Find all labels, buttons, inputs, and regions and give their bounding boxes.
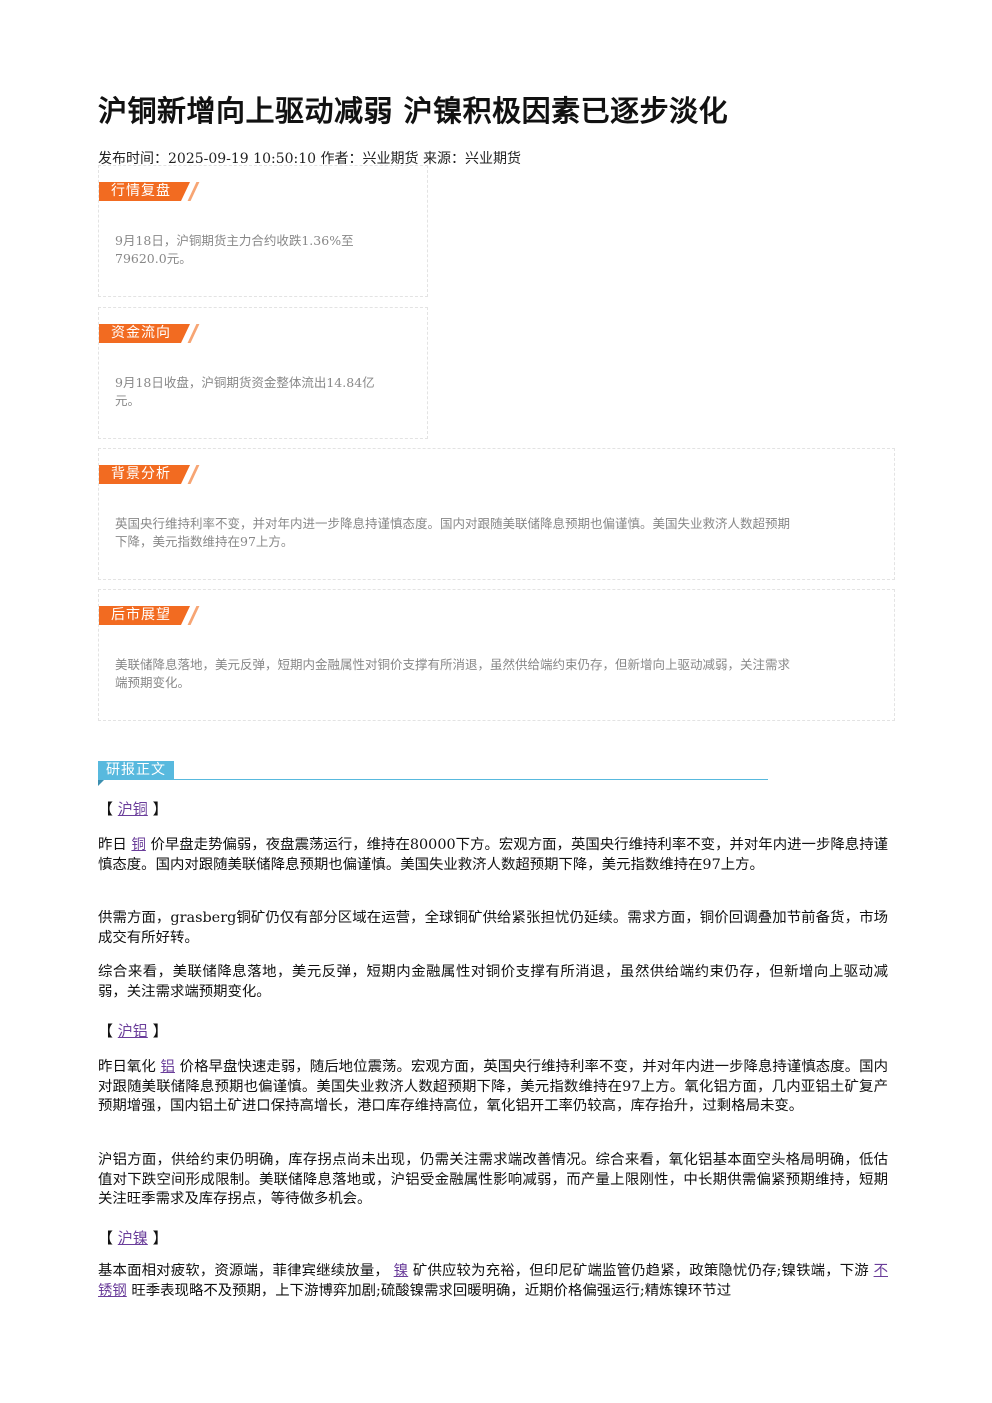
tag-market-review: 行情复盘 xyxy=(99,182,200,201)
copper-paragraph-2: 供需方面，grasberg铜矿仍仅有部分区域在运营，全球铜矿供给紧张担忧仍延续。… xyxy=(98,910,888,946)
bracket-close: 】 xyxy=(152,1022,168,1040)
summary-box-fund-flow: 资金流向 9月18日收盘，沪铜期货资金整体流出14.84亿 元。 xyxy=(98,307,428,439)
background-text: 英国央行维持利率不变，并对年内进一步降息持谨慎态度。国内对跟随美联储降息预期也偏… xyxy=(115,515,790,551)
summary-box-market-review: 行情复盘 9月18日，沪铜期货主力合约收跌1.36%至 79620.0元。 xyxy=(98,165,428,297)
market-review-text: 9月18日，沪铜期货主力合约收跌1.36%至 79620.0元。 xyxy=(115,232,354,268)
bracket-open: 【 xyxy=(98,800,114,818)
aluminum-inline-link[interactable]: 铝 xyxy=(160,1059,175,1075)
summary-box-outlook: 后市展望 美联储降息落地，美元反弹，短期内金融属性对铜价支撑有所消退，虽然供给端… xyxy=(98,589,895,721)
tag-label: 背景分析 xyxy=(111,466,171,482)
copper-link[interactable]: 沪铜 xyxy=(117,800,148,818)
copper-inline-link[interactable]: 铜 xyxy=(131,837,146,853)
text-line: 下降，美元指数维持在97上方。 xyxy=(115,534,294,549)
stainless-steel-link[interactable]: 不锈钢 xyxy=(98,1263,888,1299)
report-divider xyxy=(170,779,768,780)
text-line: 元。 xyxy=(115,393,141,408)
text: 矿供应较为充裕，但印尼矿端监管仍趋紧，政策隐忧仍存;镍铁端，下游 xyxy=(412,1263,869,1279)
text-line: 美联储降息落地，美元反弹，短期内金融属性对铜价支撑有所消退，虽然供给端约束仍存，… xyxy=(115,657,791,672)
page-title: 沪铜新增向上驱动减弱 沪镍积极因素已逐步淡化 xyxy=(98,94,729,128)
text-line: 9月18日，沪铜期货主力合约收跌1.36%至 xyxy=(115,233,354,248)
fund-flow-text: 9月18日收盘，沪铜期货资金整体流出14.84亿 元。 xyxy=(115,374,375,410)
tag-fund-flow: 资金流向 xyxy=(99,324,200,343)
aluminum-paragraph-2: 沪铝方面，供给约束仍明确，库存拐点尚未出现，仍需关注需求端改善情况。综合来看，氧… xyxy=(98,1152,888,1207)
tag-label: 行情复盘 xyxy=(111,183,171,199)
text: 昨日氧化 xyxy=(98,1059,156,1075)
text-line: 英国央行维持利率不变，并对年内进一步降息持谨慎态度。国内对跟随美联储降息预期也偏… xyxy=(115,516,791,531)
text: 旺季表现略不及预期，上下游博弈加剧;硫酸镍需求回暖明确，近期价格偏强运行;精炼镍… xyxy=(131,1282,732,1299)
tag-stripe-decoration xyxy=(187,324,200,343)
text: 价格早盘快速走弱，随后地位震荡。宏观方面，英国央行维持利率不变，并对年内进一步降… xyxy=(98,1059,889,1114)
outlook-text: 美联储降息落地，美元反弹，短期内金融属性对铜价支撑有所消退，虽然供给端约束仍存，… xyxy=(115,656,790,692)
bracket-close: 】 xyxy=(152,800,168,818)
tag-outlook: 后市展望 xyxy=(99,606,200,625)
report-body-tag: 研报正文 xyxy=(98,761,174,786)
text-line: 79620.0元。 xyxy=(115,251,192,266)
tag-label: 后市展望 xyxy=(111,607,171,623)
copper-paragraph-1: 昨日 铜 价早盘走势偏弱，夜盘震荡运行，维持在80000下方。宏观方面，英国央行… xyxy=(98,836,888,875)
bracket-open: 【 xyxy=(98,1022,114,1040)
text: 基本面相对疲软，资源端，菲律宾继续放量， xyxy=(98,1263,389,1279)
aluminum-link[interactable]: 沪铝 xyxy=(117,1022,148,1040)
tag-background: 背景分析 xyxy=(99,465,200,484)
nickel-inline-link[interactable]: 镍 xyxy=(393,1263,409,1279)
section-heading-aluminum: 【 沪铝 】 xyxy=(98,1020,168,1041)
copper-paragraph-3: 综合来看，美联储降息落地，美元反弹，短期内金融属性对铜价支撑有所消退，虽然供给端… xyxy=(98,964,888,1000)
tag-stripe-decoration xyxy=(187,606,200,625)
text: 昨日 xyxy=(98,837,127,853)
text-line: 端预期变化。 xyxy=(115,675,191,690)
bracket-open: 【 xyxy=(98,1229,114,1247)
text: 价早盘走势偏弱，夜盘震荡运行，维持在80000下方。宏观方面，英国央行维持利率不… xyxy=(98,837,888,873)
aluminum-paragraph-1: 昨日氧化 铝 价格早盘快速走弱，随后地位震荡。宏观方面，英国央行维持利率不变，并… xyxy=(98,1058,888,1117)
section-heading-nickel: 【 沪镍 】 xyxy=(98,1227,168,1248)
section-heading-copper: 【 沪铜 】 xyxy=(98,798,168,819)
nickel-paragraph-1: 基本面相对疲软，资源端，菲律宾继续放量， 镍 矿供应较为充裕，但印尼矿端监管仍趋… xyxy=(98,1262,888,1301)
tag-label: 资金流向 xyxy=(111,325,171,341)
tag-stripe-decoration xyxy=(187,465,200,484)
summary-box-background: 背景分析 英国央行维持利率不变，并对年内进一步降息持谨慎态度。国内对跟随美联储降… xyxy=(98,448,895,580)
tag-stripe-decoration xyxy=(187,182,200,201)
nickel-link[interactable]: 沪镍 xyxy=(117,1229,148,1247)
text-line: 9月18日收盘，沪铜期货资金整体流出14.84亿 xyxy=(115,375,375,390)
bracket-close: 】 xyxy=(152,1229,168,1247)
publish-meta: 发布时间：2025-09-19 10:50:10 作者：兴业期货 来源：兴业期货 xyxy=(98,151,521,167)
